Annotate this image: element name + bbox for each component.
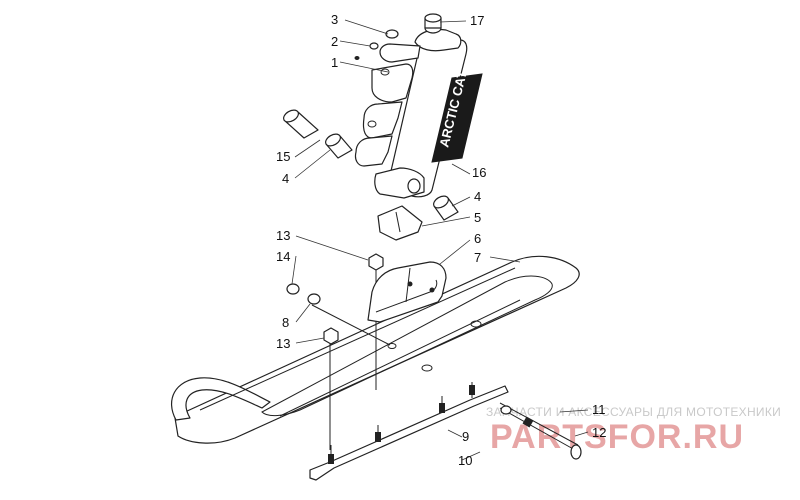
callout-10: 10 [458,453,472,468]
washer-part [385,29,399,39]
callout-6: 6 [474,231,481,246]
damper-block-part [377,205,423,241]
callout-11: 11 [592,402,606,417]
leader-lines [291,19,589,461]
watermark-brand-text: PARTSFOR.RU [490,418,744,456]
nut-lower-part [323,327,339,345]
callout-13-lower: 13 [276,336,290,351]
washer-lower-part [286,283,300,295]
bushing-right-part [433,195,459,221]
nut-upper-part [368,253,384,271]
callout-9: 9 [462,429,469,444]
ski-part [171,255,580,444]
wear-bar-part [309,382,509,481]
callout-8: 8 [282,315,289,330]
callout-4-left: 4 [282,171,289,186]
callout-17: 17 [470,13,484,28]
callout-3: 3 [331,12,338,27]
callout-4-right: 4 [474,189,481,204]
callout-5: 5 [474,210,481,225]
callout-15: 15 [276,149,290,164]
callout-14: 14 [276,249,290,264]
callout-7: 7 [474,250,481,265]
callout-16: 16 [472,165,486,180]
pin-part [283,109,319,139]
spindle-bolt-part [499,402,582,460]
callout-12: 12 [592,425,606,440]
watermark-top-text: ЗАПЧАСТИ И АКСЕССУАРЫ ДЛЯ МОТОТЕХНИКИ [486,405,781,419]
callout-labels: 17 3 2 1 15 4 16 4 5 13 6 14 7 8 13 11 1… [276,12,606,468]
bushing-left-part [325,133,353,159]
callout-2: 2 [331,34,338,49]
spindle-part: ARCTIC CAT [354,28,483,199]
spacer-part [307,293,321,305]
callout-13-upper: 13 [276,228,290,243]
callout-1: 1 [331,55,338,70]
watermark: ЗАПЧАСТИ И АКСЕССУАРЫ ДЛЯ МОТОТЕХНИКИ PA… [486,405,781,456]
saddle-bracket-part [367,261,447,323]
cap-screw-part [424,13,442,34]
grease-fitting-part [354,42,379,60]
